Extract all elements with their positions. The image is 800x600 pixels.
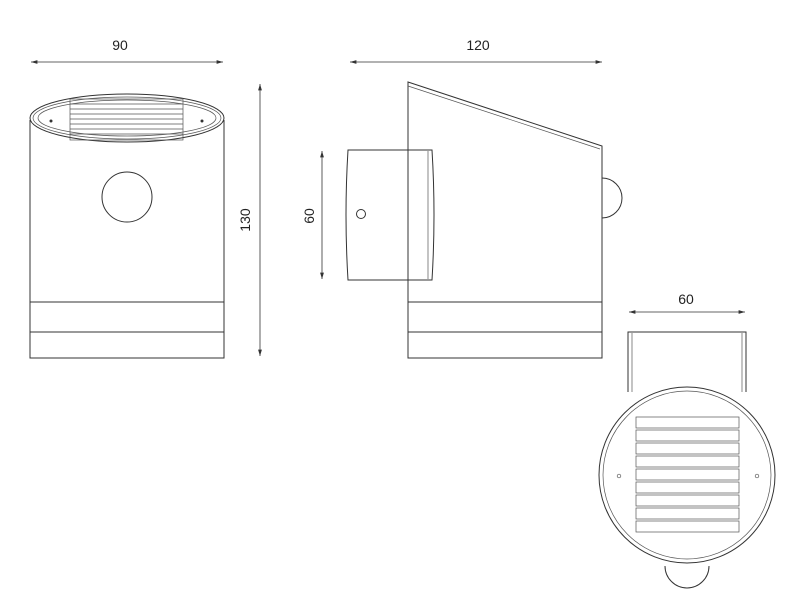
- side-view: [345, 81, 623, 359]
- bottom-view: [598, 331, 776, 589]
- bottom-sensor-bump: [664, 565, 710, 589]
- sensor-circle: [101, 171, 153, 223]
- dimension-bottom-width: 60: [629, 291, 745, 314]
- wall-mount-bracket: [345, 149, 435, 281]
- mount-height-label: 60: [301, 208, 317, 224]
- dimension-height: 130: [237, 84, 262, 356]
- dimension-front-width: 90: [30, 37, 223, 64]
- front-view: [29, 93, 225, 359]
- dimension-side-depth: 120: [350, 37, 602, 64]
- front-grille: [69, 98, 184, 141]
- side-sensor-bump: [601, 177, 623, 219]
- height-label: 130: [237, 208, 253, 232]
- front-width-label: 90: [112, 37, 128, 53]
- dimension-mount-height: 60: [301, 151, 324, 279]
- bottom-grille: [635, 416, 740, 533]
- side-depth-label: 120: [466, 37, 490, 53]
- bottom-width-label: 60: [678, 291, 694, 307]
